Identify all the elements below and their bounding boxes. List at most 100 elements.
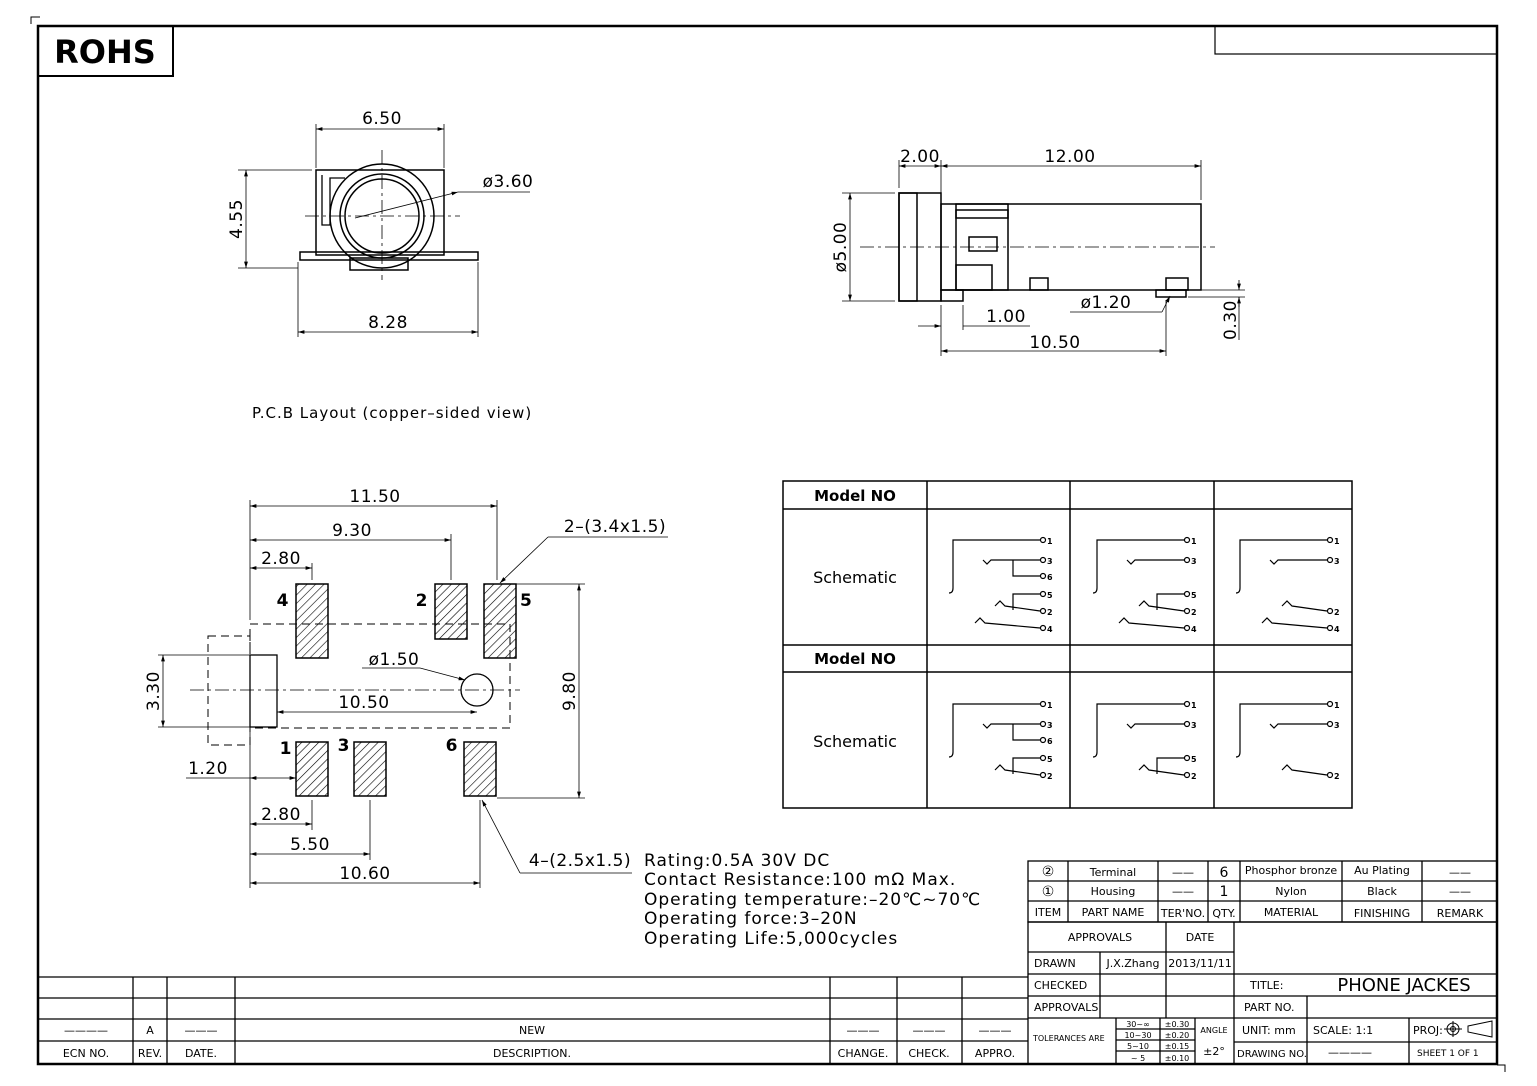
rev-header-rev: REV.: [138, 1047, 162, 1060]
tb-tol-range-3: 5~10: [1127, 1042, 1149, 1051]
bom-qty-1: 6: [1220, 865, 1229, 881]
schematic-table: [782, 480, 1353, 809]
tb-part-no-label: PART NO.: [1244, 1001, 1294, 1014]
schematic-pin-terminal: [1326, 536, 1334, 544]
side-pin-height-label: 0.30: [1221, 300, 1241, 340]
front-width-top-label: 6.50: [362, 109, 402, 129]
bom-rows: ② Terminal —— 6 Phosphor bronze Au Plati…: [1035, 864, 1484, 920]
bom-part-terminal: Terminal: [1089, 866, 1137, 879]
schematic-pin-label: 1: [1191, 701, 1197, 710]
rev-header-check: CHECK.: [908, 1047, 949, 1060]
rev-ecn-value: ————: [64, 1024, 108, 1037]
bom-table: [1027, 860, 1498, 923]
rev-description-value: NEW: [519, 1024, 545, 1037]
schematic-pin-terminal: [1039, 624, 1047, 632]
schematic-pin-label: 5: [1191, 591, 1197, 600]
pcb-dim-11-50: 11.50: [349, 487, 400, 507]
rev-header-change: CHANGE.: [838, 1047, 889, 1060]
model-no-label-2: Model NO: [814, 650, 896, 668]
tb-drawing-no-value: ————: [1328, 1046, 1372, 1059]
sheet-border: [30, 16, 1506, 1072]
pcb-hole-label: ø1.50: [369, 650, 420, 670]
tb-tol-value-1: ±0.30: [1165, 1020, 1190, 1029]
side-body-length-label: 12.00: [1044, 147, 1095, 167]
bom-header-part: PART NAME: [1082, 906, 1145, 919]
schematic-pin-label: 3: [1047, 557, 1053, 566]
bom-header-item: ITEM: [1035, 906, 1061, 919]
schematic-pin-terminal: [1326, 556, 1334, 564]
side-pin-offset-label: 1.00: [986, 307, 1026, 327]
schematic-pin-terminal: [1183, 720, 1191, 728]
schematic-pin-terminal: [1039, 572, 1047, 580]
spec-list: Rating:0.5A 30V DC Contact Resistance:10…: [644, 851, 981, 949]
pad-number-2: 2: [416, 591, 428, 611]
tb-scale: SCALE: 1:1: [1313, 1024, 1373, 1037]
schematic-pin-terminal: [1326, 607, 1334, 615]
schematic-pin-terminal: [1326, 720, 1334, 728]
schematic-pin-terminal: [1183, 556, 1191, 564]
schematic-label-1: Schematic: [813, 568, 897, 587]
schematic-pin-label: 3: [1191, 557, 1197, 566]
rev-header-appro: APPRO.: [975, 1047, 1015, 1060]
pcb-dim-9-80: 9.80: [560, 671, 580, 711]
schematic-pin-label: 2: [1047, 772, 1053, 781]
schematic-pin-terminal: [1183, 754, 1191, 762]
bom-ter-2: ——: [1172, 885, 1194, 898]
schematic-pin-label: 1: [1334, 537, 1340, 546]
tb-tol-range-4: ~ 5: [1131, 1054, 1145, 1063]
bom-remark-1: ——: [1449, 866, 1471, 879]
schematic-pin-terminal: [1039, 556, 1047, 564]
schematic-pin-terminal: [1326, 700, 1334, 708]
schematic-pin-terminal: [1039, 607, 1047, 615]
pad-number-5: 5: [520, 591, 532, 611]
schematic-pin-terminal: [1039, 700, 1047, 708]
schematic-pin-label: 4: [1334, 625, 1340, 634]
projection-icon: [1444, 1020, 1493, 1038]
schematic-pin-terminal: [1183, 590, 1191, 598]
revision-block: [38, 976, 1028, 1064]
schematic-pin-label: 4: [1191, 625, 1197, 634]
schematic-pin-label: 3: [1334, 557, 1340, 566]
rev-value: A: [146, 1024, 154, 1037]
schematic-pin-terminal: [1183, 536, 1191, 544]
bom-item-2: ②: [1042, 864, 1055, 880]
schematic-pin-terminal: [1039, 720, 1047, 728]
spec-temperature: Operating temperature:–20℃~70℃: [644, 890, 981, 910]
tb-approvals-header: APPROVALS: [1068, 931, 1132, 944]
title-block-text: APPROVALS DATE DRAWN J.X.Zhang 2013/11/1…: [1032, 931, 1479, 1063]
schematic-label-2: Schematic: [813, 732, 897, 751]
bom-header-finish: FINISHING: [1354, 907, 1410, 920]
schematic-pin-label: 5: [1047, 591, 1053, 600]
side-view: [842, 160, 1245, 356]
rev-change-value: ———: [847, 1024, 880, 1037]
tb-drawing-no-label: DRAWING NO.: [1237, 1049, 1307, 1060]
side-diameter-label: ø5.00: [831, 222, 851, 273]
schematic-pin-label: 3: [1334, 721, 1340, 730]
schematic-pin-label: 2: [1191, 608, 1197, 617]
bom-material-1: Phosphor bronze: [1245, 864, 1338, 877]
spec-force: Operating force:3–20N: [644, 909, 858, 929]
tb-drawn-date: 2013/11/11: [1168, 957, 1231, 970]
bom-material-2: Nylon: [1275, 885, 1307, 898]
schematic-pin-terminal: [1183, 771, 1191, 779]
pad-number-3: 3: [338, 736, 350, 756]
front-height-label: 4.55: [227, 199, 247, 239]
pad-number-4: 4: [277, 591, 289, 611]
spec-rating: Rating:0.5A 30V DC: [644, 851, 830, 871]
rev-date-value: ———: [185, 1024, 218, 1037]
schematic-pin-label: 5: [1191, 755, 1197, 764]
schematic-pin-terminal: [1183, 607, 1191, 615]
schematic-pin-label: 5: [1047, 755, 1053, 764]
spec-life: Operating Life:5,000cycles: [644, 929, 898, 949]
bom-item-1: ①: [1042, 884, 1055, 900]
bom-remark-2: ——: [1449, 885, 1471, 898]
tb-checked-label: CHECKED: [1034, 979, 1087, 992]
pcb-dim-10-60: 10.60: [339, 864, 390, 884]
tb-tol-value-4: ±0.10: [1165, 1054, 1190, 1063]
rev-header-description: DESCRIPTION.: [493, 1047, 571, 1060]
pcb-pad-callout-bottom: 4–(2.5x1.5): [529, 851, 631, 871]
